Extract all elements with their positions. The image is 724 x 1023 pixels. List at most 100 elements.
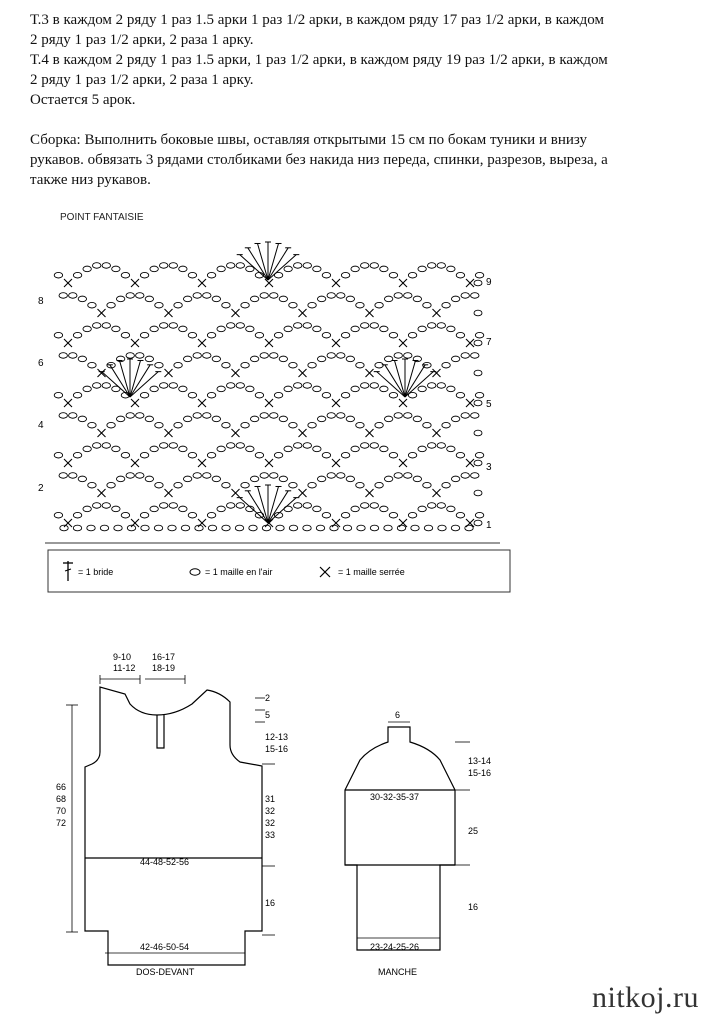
chain-mark <box>249 475 260 483</box>
chain-mark <box>288 421 298 429</box>
sc-mark <box>264 338 274 348</box>
chain-mark <box>450 524 461 532</box>
chain-mark <box>245 445 255 453</box>
sc-mark <box>130 518 140 528</box>
chain-mark <box>460 472 470 479</box>
chain-mark <box>379 385 389 393</box>
chain-mark <box>312 385 322 393</box>
chain-mark <box>135 352 145 359</box>
chain-mark <box>326 352 336 359</box>
sleeve-dim-right: 15-16 <box>468 768 491 778</box>
chain-mark <box>187 451 198 459</box>
chain-mark <box>111 505 121 513</box>
bride-mark <box>376 371 406 398</box>
chain-mark <box>474 451 485 459</box>
sleeve-label: MANCHE <box>378 967 417 977</box>
chain-mark <box>436 502 446 509</box>
chain-mark <box>226 502 236 509</box>
chain-mark <box>470 352 480 359</box>
single-crochet-symbol-icon <box>319 566 331 578</box>
chain-mark <box>379 505 389 513</box>
chain-mark <box>356 524 366 532</box>
chain-mark <box>388 451 399 459</box>
chain-mark <box>192 412 202 419</box>
chain-mark <box>436 382 446 389</box>
chain-mark <box>187 271 198 279</box>
chain-mark <box>58 472 68 479</box>
chain-mark <box>283 265 293 273</box>
sc-mark <box>197 278 207 288</box>
chain-mark <box>336 292 346 299</box>
chain-mark <box>288 481 298 489</box>
chain-mark <box>460 352 470 359</box>
sc-mark <box>298 308 307 318</box>
stitch-legend: = 1 bride = 1 maille en l'air = 1 maille… <box>47 549 511 593</box>
chain-mark <box>87 361 97 369</box>
chain-mark <box>187 391 198 399</box>
chain-mark <box>278 355 289 363</box>
chain-mark <box>278 475 289 483</box>
chain-mark <box>345 355 356 363</box>
sc-mark <box>331 338 341 348</box>
chain-mark <box>72 391 83 399</box>
chain-mark <box>474 511 485 519</box>
chain-mark <box>139 331 150 339</box>
chain-mark <box>473 339 483 347</box>
chain-mark <box>206 511 217 519</box>
chain-mark <box>369 524 380 532</box>
row-number-left: 8 <box>38 296 44 307</box>
chain-mark <box>473 519 483 527</box>
chain-mark <box>115 355 126 363</box>
sc-mark <box>331 518 341 528</box>
chain-mark <box>92 322 102 329</box>
row-number-right: 1 <box>486 520 492 531</box>
chain-mark <box>82 325 92 333</box>
chain-mark <box>316 295 327 303</box>
chain-mark <box>140 524 150 532</box>
chain-mark <box>72 511 83 519</box>
chain-mark <box>240 421 250 429</box>
chain-mark <box>360 502 370 509</box>
chain-mark <box>115 295 126 303</box>
chain-mark <box>226 442 236 449</box>
chain-mark <box>302 382 312 389</box>
chain-mark <box>82 385 92 393</box>
sleeve-dim-right: 16 <box>468 902 478 912</box>
chain-mark <box>283 445 293 453</box>
chain-mark <box>470 292 480 299</box>
chain-mark <box>178 505 188 513</box>
chain-mark <box>58 292 68 299</box>
sc-mark <box>164 488 173 498</box>
dim-waist: 44-48-52-56 <box>140 857 189 867</box>
chain-mark <box>369 382 379 389</box>
chain-mark <box>436 442 446 449</box>
chain-mark <box>360 382 370 389</box>
chain-mark <box>374 301 384 309</box>
sc-mark <box>97 488 106 498</box>
bride-mark <box>109 364 131 398</box>
bride-mark <box>101 371 131 398</box>
chain-mark <box>427 442 437 449</box>
sc-mark <box>231 308 240 318</box>
chain-mark <box>410 524 420 532</box>
chain-mark <box>192 352 202 359</box>
chain-mark <box>254 391 265 399</box>
sc-mark <box>432 368 441 378</box>
sc-mark <box>197 518 207 528</box>
chain-mark <box>288 301 298 309</box>
chain-mark <box>307 301 317 309</box>
bride-mark <box>404 364 426 398</box>
sc-mark <box>465 458 475 468</box>
chain-mark <box>249 295 260 303</box>
sc-mark <box>465 398 475 408</box>
assembly-line: Сборка: Выполнить боковые швы, оставляя … <box>30 132 587 148</box>
bride-mark <box>404 371 434 398</box>
chain-mark <box>92 442 102 449</box>
chain-mark <box>178 445 188 453</box>
chain-mark <box>216 385 226 393</box>
dim-right: 32 <box>265 806 275 816</box>
chain-mark <box>321 271 332 279</box>
chain-mark <box>125 292 135 299</box>
instruction-line: Т.4 в каждом 2 ряду 1 раз 1.5 арки, 1 ра… <box>30 52 608 68</box>
chain-mark <box>340 271 351 279</box>
